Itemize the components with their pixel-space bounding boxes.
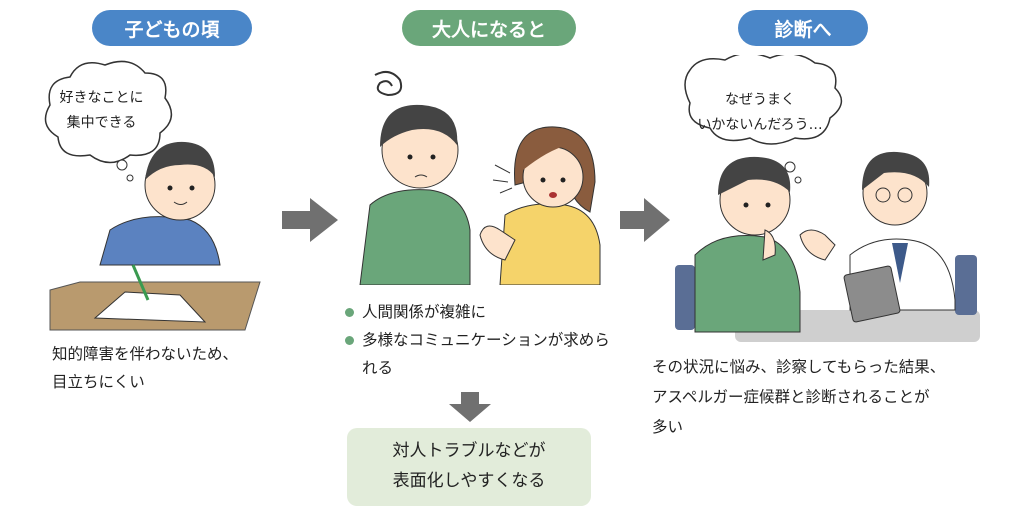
caption-line: 多い: [652, 418, 684, 436]
adults-conversation-illustration: [359, 70, 601, 285]
bubble-line: なぜうまく: [725, 92, 795, 108]
bullet-dot-icon: [345, 308, 354, 317]
right-arrow-icon: [282, 198, 338, 242]
caption-line: アスペルガー症候群と診断されることが: [652, 388, 930, 406]
result-line: 表面化しやすくなる: [392, 471, 546, 491]
thought-bubble-childhood: 好きなことに 集中できる: [38, 86, 165, 138]
result-line: 対人トラブルなどが: [392, 441, 546, 461]
bullet-dot-icon: [345, 336, 354, 345]
result-box: 対人トラブルなどが 表面化しやすくなる: [347, 428, 591, 506]
bullet-item: 人間関係が複雑に: [345, 298, 612, 326]
bubble-line: 好きなことに: [59, 90, 144, 106]
bullet-item: 多様なコミュニケーションが求められる: [345, 326, 612, 382]
right-arrow-icon: [620, 198, 670, 242]
caption-childhood: 知的障害を伴わないため、 目立ちにくい: [52, 340, 238, 396]
down-arrow-icon: [449, 392, 491, 422]
doctor-consultation-illustration: [675, 55, 980, 342]
header-adulthood: 大人になると: [402, 10, 576, 46]
thought-bubble-diagnosis: なぜうまく いかないんだろう…: [680, 88, 840, 138]
header-diagnosis: 診断へ: [738, 10, 868, 46]
header-childhood: 子どもの頃: [92, 10, 252, 46]
caption-line: 目立ちにくい: [52, 373, 145, 391]
caption-diagnosis: その状況に悩み、診察してもらった結果、 アスペルガー症候群と診断されることが 多…: [652, 352, 945, 442]
bubble-line: 集中できる: [66, 115, 137, 131]
child-studying-illustration: [44, 60, 261, 331]
caption-line: その状況に悩み、診察してもらった結果、: [652, 358, 946, 376]
adulthood-bullets: 人間関係が複雑に 多様なコミュニケーションが求められる: [345, 298, 612, 382]
bullet-text: 人間関係が複雑に: [362, 303, 487, 321]
bubble-line: いかないんだろう…: [697, 117, 823, 133]
caption-line: 知的障害を伴わないため、: [52, 345, 239, 363]
bullet-text: 多様なコミュニケーションが求められる: [362, 331, 610, 377]
